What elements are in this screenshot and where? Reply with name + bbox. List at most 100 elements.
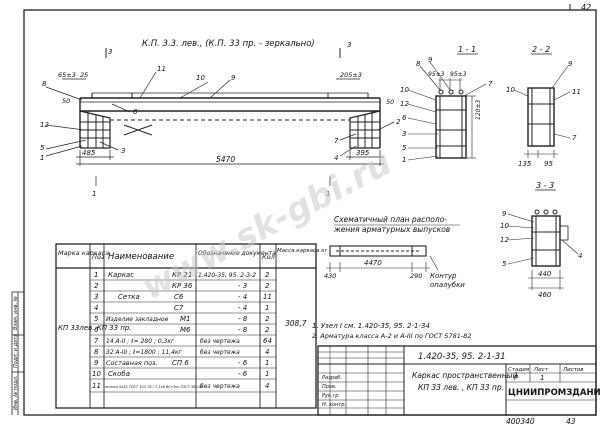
row-8-qty: 4 xyxy=(265,348,269,356)
plan-dim-1: 430 xyxy=(324,272,336,280)
section-3-3-leader-10: 10 xyxy=(500,222,509,230)
section-3-3-dim-1: 440 xyxy=(538,270,552,278)
leader-2: 2 xyxy=(396,118,401,126)
row-9-ref: СП 6 xyxy=(172,359,189,367)
section-3-3-dim-2: 460 xyxy=(538,291,552,299)
stamp-object-1: Каркас пространственный xyxy=(412,371,518,380)
row-4-qty: 1 xyxy=(265,304,269,312)
row-8-name: 32 А-III ; ℓ=1800 ; 11,4кг xyxy=(106,349,183,356)
stamp-org: ЦНИИПРОМЗДАНИЙ xyxy=(508,386,600,398)
side-label-replace: Взам. инв. № xyxy=(13,296,19,330)
section-3-3-leader-12: 12 xyxy=(500,236,509,244)
title-block xyxy=(317,345,597,416)
section-1-1-leader-1: 1 xyxy=(402,156,406,164)
row-5-name: Изделие закладное xyxy=(106,316,169,323)
table-row: 4 С7 - 4 1 xyxy=(94,304,269,312)
section-3-3-title: 3 - 3 xyxy=(536,181,554,190)
plan-contour-label-1: Контур xyxy=(430,272,457,280)
row-10-pos: 10 xyxy=(92,370,101,378)
plan-caption-2: жения арматурных выпусков xyxy=(333,225,450,234)
dim-right-top: 205±3 xyxy=(340,71,362,79)
section-2-2-dim-1: 135 xyxy=(518,160,532,168)
stamp-doc-number: 400340 xyxy=(506,417,535,426)
dim-bottom-left: 485 xyxy=(82,149,96,157)
row-9-doc: - 6 xyxy=(238,359,248,367)
table-header-mark: Марка каркаса xyxy=(58,249,109,257)
section-1-1-leader-10: 10 xyxy=(400,86,409,94)
table-row: 3 Сетка С6 - 4 11 xyxy=(94,293,272,301)
table-header-mass: Масса каркаса кг xyxy=(277,248,328,254)
table-rows: 1 Каркас КР 21 1.420-35, 95. 2-3-2 2 2 К… xyxy=(92,271,272,390)
leader-4: 4 xyxy=(334,154,338,162)
table-mass-total: 308,7 xyxy=(285,319,307,328)
section-1-1-leader-8: 8 xyxy=(416,60,421,68)
row-5-doc: - 8 xyxy=(238,315,248,323)
row-3-ref: С6 xyxy=(174,293,184,301)
dim-left-mid: 50 xyxy=(62,97,70,105)
row-6-qty: 2 xyxy=(265,326,270,334)
corner-number: 42 xyxy=(581,3,591,12)
leader-12: 12 xyxy=(40,121,49,129)
row-6-ref: М6 xyxy=(180,326,191,334)
section-1-1-leader-6: 6 xyxy=(402,114,407,122)
leader-9: 9 xyxy=(231,74,236,82)
row-9-name: Составная поз. xyxy=(106,359,158,367)
table-header-qty: Кол xyxy=(262,253,275,261)
drawing-title: К.П. 3.3. лев., (К.П. 33 пр. - зеркально… xyxy=(142,39,315,49)
leader-5: 5 xyxy=(40,144,45,152)
section-3-3-leader-4: 4 xyxy=(578,252,582,260)
section-1-1-title: 1 - 1 xyxy=(458,45,476,54)
row-3-doc: - 4 xyxy=(238,293,247,301)
row-10-name: Скоба xyxy=(108,370,130,378)
stamp-role-2: Пров. xyxy=(322,384,337,390)
dim-right-mid: 50 xyxy=(386,98,394,106)
stamp-page-number: 43 xyxy=(566,417,576,426)
side-strip xyxy=(11,291,24,415)
leader-8: 8 xyxy=(42,80,47,88)
section-1-1-leader-5: 5 xyxy=(402,144,407,152)
plan-caption-1: Схематичный план располо- xyxy=(334,215,447,224)
dim-bottom-total: 5470 xyxy=(216,155,235,164)
stamp-role-1: Разраб. xyxy=(322,375,342,381)
side-label-inv: Инв. № подл. xyxy=(13,376,19,411)
plan-drawing xyxy=(326,245,439,272)
table-row: 11 полоса 5х32 ГОСТ 103-76 / 1,1х6 ВСт3п… xyxy=(92,382,269,390)
side-label-sign: Подп. и дата xyxy=(13,334,19,368)
section-1-1-drawing xyxy=(435,78,476,159)
plan-contour-label-2: опалубки xyxy=(430,281,465,289)
stamp-role-3: Рук.гр. xyxy=(322,393,340,399)
row-11-doc: без чертежа xyxy=(200,383,240,390)
stamp-code: 1.420-35, 95. 2-1-31 xyxy=(418,352,506,362)
section-2-2-leader-9: 9 xyxy=(568,60,573,68)
row-11-qty: 4 xyxy=(265,382,269,390)
row-7-name: 14 А-II ; ℓ= 280 ; 0,3кг xyxy=(106,338,175,345)
table-mark: КП 33лев. КП 33 пр. xyxy=(58,324,132,332)
table-row: 5 Изделие закладное М1 - 8 2 xyxy=(94,315,270,323)
table-row: 1 Каркас КР 21 1.420-35, 95. 2-3-2 2 xyxy=(94,271,270,279)
section-1-1-leader-3: 3 xyxy=(402,130,406,138)
stamp-object-2: КП 33 лев. , КП 33 пр. xyxy=(418,383,504,392)
row-2-qty: 2 xyxy=(265,282,270,290)
dim-left-top-2: 25 xyxy=(80,71,88,79)
stamp-stage-header: Стадия xyxy=(508,367,530,373)
section-2-2-leader-7: 7 xyxy=(572,134,577,142)
dim-bottom-right: 395 xyxy=(356,149,370,157)
leader-6: 6 xyxy=(133,108,138,116)
table-row: 7 14 А-II ; ℓ= 280 ; 0,3кг без чертежа 6… xyxy=(94,337,272,345)
leader-3: 3 xyxy=(121,147,125,155)
spec-table xyxy=(55,243,317,409)
row-5-qty: 2 xyxy=(265,315,270,323)
main-elevation xyxy=(79,92,381,149)
section-3-3-leader-5: 5 xyxy=(502,260,507,268)
row-3-pos: 3 xyxy=(94,293,98,301)
section-2-2-drawing xyxy=(524,87,558,158)
row-4-doc: - 4 xyxy=(238,304,247,312)
row-7-qty: 64 xyxy=(263,337,272,345)
row-3-qty: 11 xyxy=(263,293,272,301)
leader-11: 11 xyxy=(157,65,166,73)
section-mark-1-left: 1 xyxy=(92,190,96,198)
row-3-name: Сетка xyxy=(118,293,140,301)
row-1-ref: КР 21 xyxy=(172,271,192,279)
row-6-doc: - 8 xyxy=(238,326,248,334)
row-7-doc: без чертежа xyxy=(200,338,240,345)
